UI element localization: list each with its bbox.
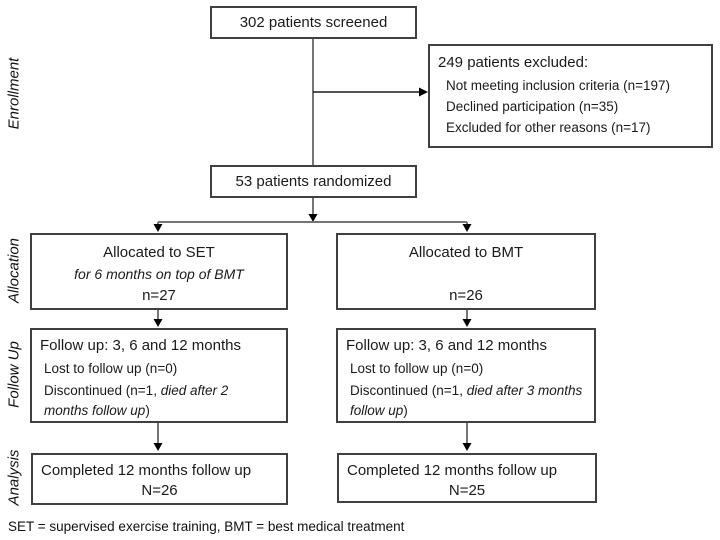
followup-set-discontinued: Discontinued (n=1, died after 2 months f… <box>32 379 286 421</box>
screened-box: 302 patients screened <box>210 6 417 39</box>
randomized-text: 53 patients randomized <box>235 173 392 190</box>
abbreviation-note: SET = supervised exercise training, BMT … <box>8 519 405 534</box>
allocation-bmt-subtitle <box>338 263 594 285</box>
allocation-set-box: Allocated to SET for 6 months on top of … <box>30 233 288 310</box>
randomized-box: 53 patients randomized <box>210 165 417 198</box>
followup-set-title: Follow up: 3, 6 and 12 months <box>40 337 241 354</box>
followup-bmt-title: Follow up: 3, 6 and 12 months <box>346 337 547 354</box>
arrowhead-alloc-bmt <box>462 224 472 232</box>
followup-bmt-box: Follow up: 3, 6 and 12 months Lost to fo… <box>336 328 596 423</box>
excluded-reason: Excluded for other reasons (n=17) <box>446 120 651 135</box>
followup-bmt-discontinued: Discontinued (n=1, died after 3 months f… <box>338 379 594 421</box>
discontinued-detail: died after 2 months follow up <box>44 383 229 418</box>
allocation-bmt-title: Allocated to BMT <box>408 244 524 261</box>
followup-set-box: Follow up: 3, 6 and 12 months Lost to fo… <box>30 328 288 423</box>
analysis-set-title: Completed 12 months follow up <box>41 462 252 479</box>
arrowhead-excluded <box>419 87 428 97</box>
excluded-box: 249 patients excluded: Not meeting inclu… <box>428 44 713 148</box>
discontinued-suffix: ) <box>145 403 150 418</box>
discontinued-prefix: Discontinued (n=1, <box>44 383 161 398</box>
analysis-bmt-n: N=25 <box>448 482 486 499</box>
excluded-reason: Not meeting inclusion criteria (n=197) <box>446 78 670 93</box>
arrowhead-an-set <box>153 443 163 451</box>
followup-set-lost: Lost to follow up (n=0) <box>44 361 178 376</box>
discontinued-prefix: Discontinued (n=1, <box>350 383 467 398</box>
arrowhead-alloc-set <box>153 224 163 232</box>
analysis-set-n: N=26 <box>141 482 178 499</box>
arrowhead-split <box>308 214 318 222</box>
allocation-bmt-box: Allocated to BMT n=26 <box>336 233 596 310</box>
allocation-set-title: Allocated to SET <box>103 244 215 261</box>
arrowhead-fu-bmt <box>462 319 472 327</box>
excluded-reason: Declined participation (n=35) <box>446 99 619 114</box>
discontinued-suffix: ) <box>403 403 408 418</box>
screened-text: 302 patients screened <box>239 14 388 31</box>
allocation-bmt-n: n=26 <box>449 287 483 304</box>
allocation-set-n: n=27 <box>142 287 176 304</box>
stage-label-enrollment: Enrollment <box>5 57 23 130</box>
discontinued-detail: died after 3 months follow up <box>350 383 583 418</box>
analysis-set-box: Completed 12 months follow up N=26 <box>31 453 288 505</box>
allocation-set-subtitle: for 6 months on top of BMT <box>74 266 244 282</box>
analysis-bmt-title: Completed 12 months follow up <box>347 462 558 479</box>
arrowhead-an-bmt <box>462 443 472 451</box>
arrowhead-fu-set <box>153 319 163 327</box>
analysis-bmt-box: Completed 12 months follow up N=25 <box>337 453 597 503</box>
excluded-title: 249 patients excluded: <box>438 54 589 71</box>
followup-bmt-lost: Lost to follow up (n=0) <box>350 361 484 376</box>
